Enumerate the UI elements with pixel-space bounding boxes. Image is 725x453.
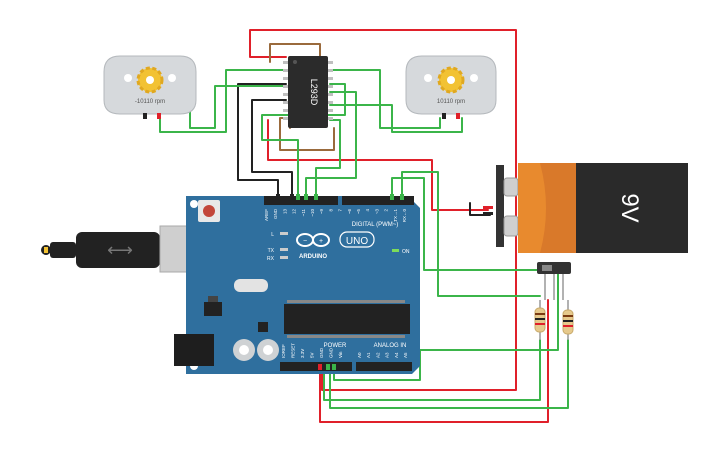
analog-pin-labels: A0 A1 A2 A3 A4 A5: [357, 352, 408, 358]
pin-label: A4: [394, 352, 399, 358]
wire-green-pin11[interactable]: [305, 91, 357, 197]
motor-right-rpm: 10110 rpm: [437, 99, 465, 105]
driver-chip[interactable]: L293D: [283, 56, 333, 128]
wire-green-analog[interactable]: [323, 339, 541, 401]
svg-text:TX: TX: [268, 248, 275, 254]
wire-red-battery[interactable]: [267, 119, 489, 211]
motor-left[interactable]: -10110 rpm: [103, 55, 197, 119]
wire-green-motorR-a[interactable]: [329, 69, 441, 129]
power-header: [280, 362, 352, 371]
arduino-logo: − + ARDUINO: [296, 233, 330, 260]
pin-label: 2: [384, 209, 389, 212]
on-label: ON: [402, 249, 410, 255]
pin-label: ~9: [319, 209, 324, 215]
digital-pin-labels: AREF GND 13 12 ~11 ~10 ~9 8 7 ~6 ~5 4 ~3 2 TX→1 RX←0: [264, 208, 407, 222]
wire-red-bottom[interactable]: [319, 299, 549, 423]
wire-green-pin12[interactable]: [261, 83, 346, 197]
pin-label: A0: [357, 352, 362, 358]
pin-label: A2: [375, 352, 380, 358]
svg-text:POWER: POWER: [324, 343, 347, 349]
arduino-board[interactable]: L TX RX ON − + ARDUINO UNO DIGITAL (PWM~…: [174, 196, 420, 374]
power-jack[interactable]: [174, 334, 214, 366]
status-leds: L TX RX: [267, 232, 288, 262]
pin-label: TX→1: [393, 209, 398, 222]
wire-black-1[interactable]: [237, 83, 287, 197]
pin-label: ~11: [301, 209, 306, 217]
pin-label: 13: [282, 209, 287, 215]
pin-label: A3: [385, 352, 390, 358]
svg-text:ANALOG IN: ANALOG IN: [374, 343, 407, 349]
pin-label: IOREF: [281, 344, 286, 358]
wire-green-pin2[interactable]: [401, 171, 541, 297]
analog-header: [356, 362, 412, 371]
resistor-1[interactable]: [534, 300, 546, 340]
svg-text:DIGITAL (PWM~): DIGITAL (PWM~): [352, 222, 399, 228]
pin-label: Vin: [338, 351, 343, 358]
svg-text:RX: RX: [267, 256, 275, 262]
svg-text:−: −: [303, 238, 307, 245]
battery-label: 9V: [616, 193, 643, 222]
pin-label: 3.3V: [300, 349, 305, 358]
header-wire-ends: [276, 194, 404, 370]
pin-label: GND: [273, 208, 278, 219]
pin-label: GND: [319, 347, 324, 358]
svg-text:L: L: [271, 232, 274, 238]
battery-9v[interactable]: 9V: [496, 163, 688, 253]
motor-right[interactable]: 10110 rpm: [405, 55, 497, 119]
pin-label: A5: [403, 352, 408, 358]
slide-switch[interactable]: [537, 262, 571, 300]
pin-label: 7: [338, 209, 343, 212]
pin-label: GND: [329, 347, 334, 358]
pin-label: 4: [365, 209, 370, 212]
usb-icon: ⟷: [107, 240, 133, 260]
pin-label: A1: [366, 352, 371, 358]
wire-green-pin10[interactable]: [315, 119, 341, 197]
svg-text:ARDUINO: ARDUINO: [299, 254, 327, 260]
digital-header-left: [264, 196, 338, 205]
wire-black-2[interactable]: [251, 99, 293, 197]
pin-label: AREF: [264, 209, 269, 221]
pin-label: ~6: [347, 209, 352, 215]
wire-green-motorR-b[interactable]: [329, 104, 463, 133]
uno-badge: [339, 231, 375, 248]
wire-red-loop[interactable]: [249, 29, 517, 391]
pin-label: RX←0: [402, 209, 407, 223]
pin-label: ~5: [356, 209, 361, 215]
pin-label: ~3: [374, 209, 379, 215]
pin-label: 5V: [310, 352, 315, 358]
wire-green-motorL-b[interactable]: [159, 69, 287, 133]
wire-green-gnd[interactable]: [329, 339, 569, 409]
svg-text:UNO: UNO: [346, 236, 368, 247]
resistor-2[interactable]: [562, 300, 574, 340]
digital-header-right: [342, 196, 414, 205]
pin-label: 8: [328, 209, 333, 212]
wire-brown-top[interactable]: [269, 43, 321, 63]
motor-left-rpm: -10110 rpm: [135, 99, 165, 105]
power-pin-labels: IOREF RESET 3.3V 5V GND GND Vin: [281, 343, 343, 358]
microcontroller: [284, 304, 410, 334]
wire-green-pin3[interactable]: [391, 177, 541, 271]
wire-green-motorL-a[interactable]: [189, 85, 287, 129]
svg-text:+: +: [319, 238, 323, 245]
pin-label: 12: [292, 209, 297, 215]
usb-cable[interactable]: ⟷: [41, 225, 197, 273]
pin-label: RESET: [291, 343, 296, 358]
chip-label: L293D: [309, 79, 319, 106]
wires: [159, 29, 569, 423]
pin-label: ~10: [310, 209, 315, 217]
